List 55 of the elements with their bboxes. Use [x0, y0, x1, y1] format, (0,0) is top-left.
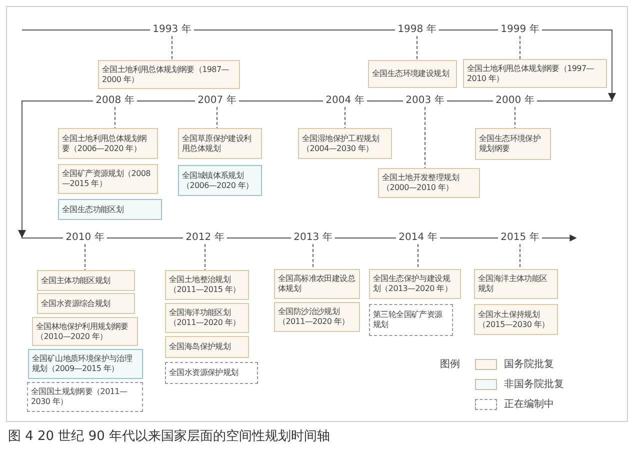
legend-title: 图例 — [440, 359, 460, 371]
year-label: 2010 年 — [63, 232, 107, 244]
arrow — [542, 234, 577, 242]
connector-line — [84, 244, 86, 270]
connector-line — [312, 244, 314, 270]
plan-box: 全国生态保护与建设规划（2013—2020 年） — [369, 269, 461, 299]
timeline-line — [136, 100, 196, 102]
timeline-line — [446, 100, 494, 102]
legend-label: 国务院批复 — [504, 359, 554, 371]
plan-box: 全国矿产资源规划（2008—2015 年） — [58, 164, 158, 194]
connector-line — [514, 106, 516, 128]
timeline-line — [238, 100, 324, 102]
plan-box: 全国草原保护建设利用总体规划 — [178, 128, 262, 159]
year-label: 2013 年 — [291, 232, 335, 244]
legend-label: 非国务院批复 — [504, 379, 564, 391]
plan-box: 全国城镇体系规划（2006—2020 年） — [178, 165, 262, 196]
connector-line — [204, 244, 206, 270]
connector-line — [114, 106, 116, 128]
plan-box: 全国高标准农田建设总体规划 — [274, 269, 360, 299]
plan-box: 全国海洋主体功能区规划 — [474, 269, 558, 299]
year-label: 2015 年 — [498, 232, 542, 244]
caption: 图 4 20 世纪 90 年代以来国家层面的空间性规划时间轴 — [8, 429, 330, 445]
connector-line — [416, 36, 418, 60]
plan-box: 全国矿山地质环境保护与治理规划（2009—2015 年） — [28, 349, 143, 379]
plan-box: 全国土地利用总体规划纲要（1997—2010 年） — [463, 59, 607, 88]
plan-box: 全国水资源保护规划 — [165, 362, 258, 384]
plan-box: 全国土地整治规划（2011—2015 年） — [165, 270, 249, 300]
year-label: 2003 年 — [403, 95, 447, 107]
connector-line — [424, 106, 426, 168]
year-label: 2012 年 — [183, 232, 227, 244]
plan-box: 全国水土保持规划（2015—2030 年） — [474, 304, 558, 335]
timeline-line — [366, 100, 404, 102]
connector-line — [344, 106, 346, 128]
plan-box: 全国生态环境建设规划 — [368, 60, 457, 88]
plan-box: 全国土地开发整理规划（2000—2010 年） — [378, 168, 480, 198]
year-label: 2000 年 — [493, 95, 537, 107]
year-label: 2004 年 — [323, 95, 367, 107]
year-label: 2007 年 — [195, 95, 239, 107]
plan-box: 全国海洋功能区划（2011—2020 年） — [165, 303, 249, 333]
plan-box: 全国湿地保护工程规划（2004—2030 年） — [298, 128, 392, 159]
plan-box: 全国防沙治沙规划（2011—2020 年） — [274, 302, 360, 332]
plan-box: 全国生态环境保护规划纲要 — [475, 128, 551, 160]
plan-box: 全国海岛保护规划 — [165, 336, 249, 358]
plan-box: 全国主体功能区规划 — [37, 270, 135, 291]
legend-label: 正在编制中 — [504, 399, 554, 411]
plan-box: 全国林地保护利用规划纲要（2010—2020 年） — [32, 317, 138, 346]
plan-box: 第三轮全国矿产资源规划 — [369, 304, 453, 336]
plan-box: 全国土地利用总体规划纲要（1987—2000 年） — [98, 60, 240, 89]
plan-box: 全国国土规划纲要（2011—2030 年） — [27, 382, 143, 412]
plan-box: 全国土地利用总体规划纲要（2006—2020 年） — [58, 128, 158, 159]
plan-box: 全国水资源综合规划 — [37, 293, 135, 314]
connector-line — [216, 106, 218, 128]
year-label: 2008 年 — [93, 95, 137, 107]
plan-box: 全国生态功能区划 — [58, 199, 162, 220]
year-label: 2014 年 — [396, 232, 440, 244]
